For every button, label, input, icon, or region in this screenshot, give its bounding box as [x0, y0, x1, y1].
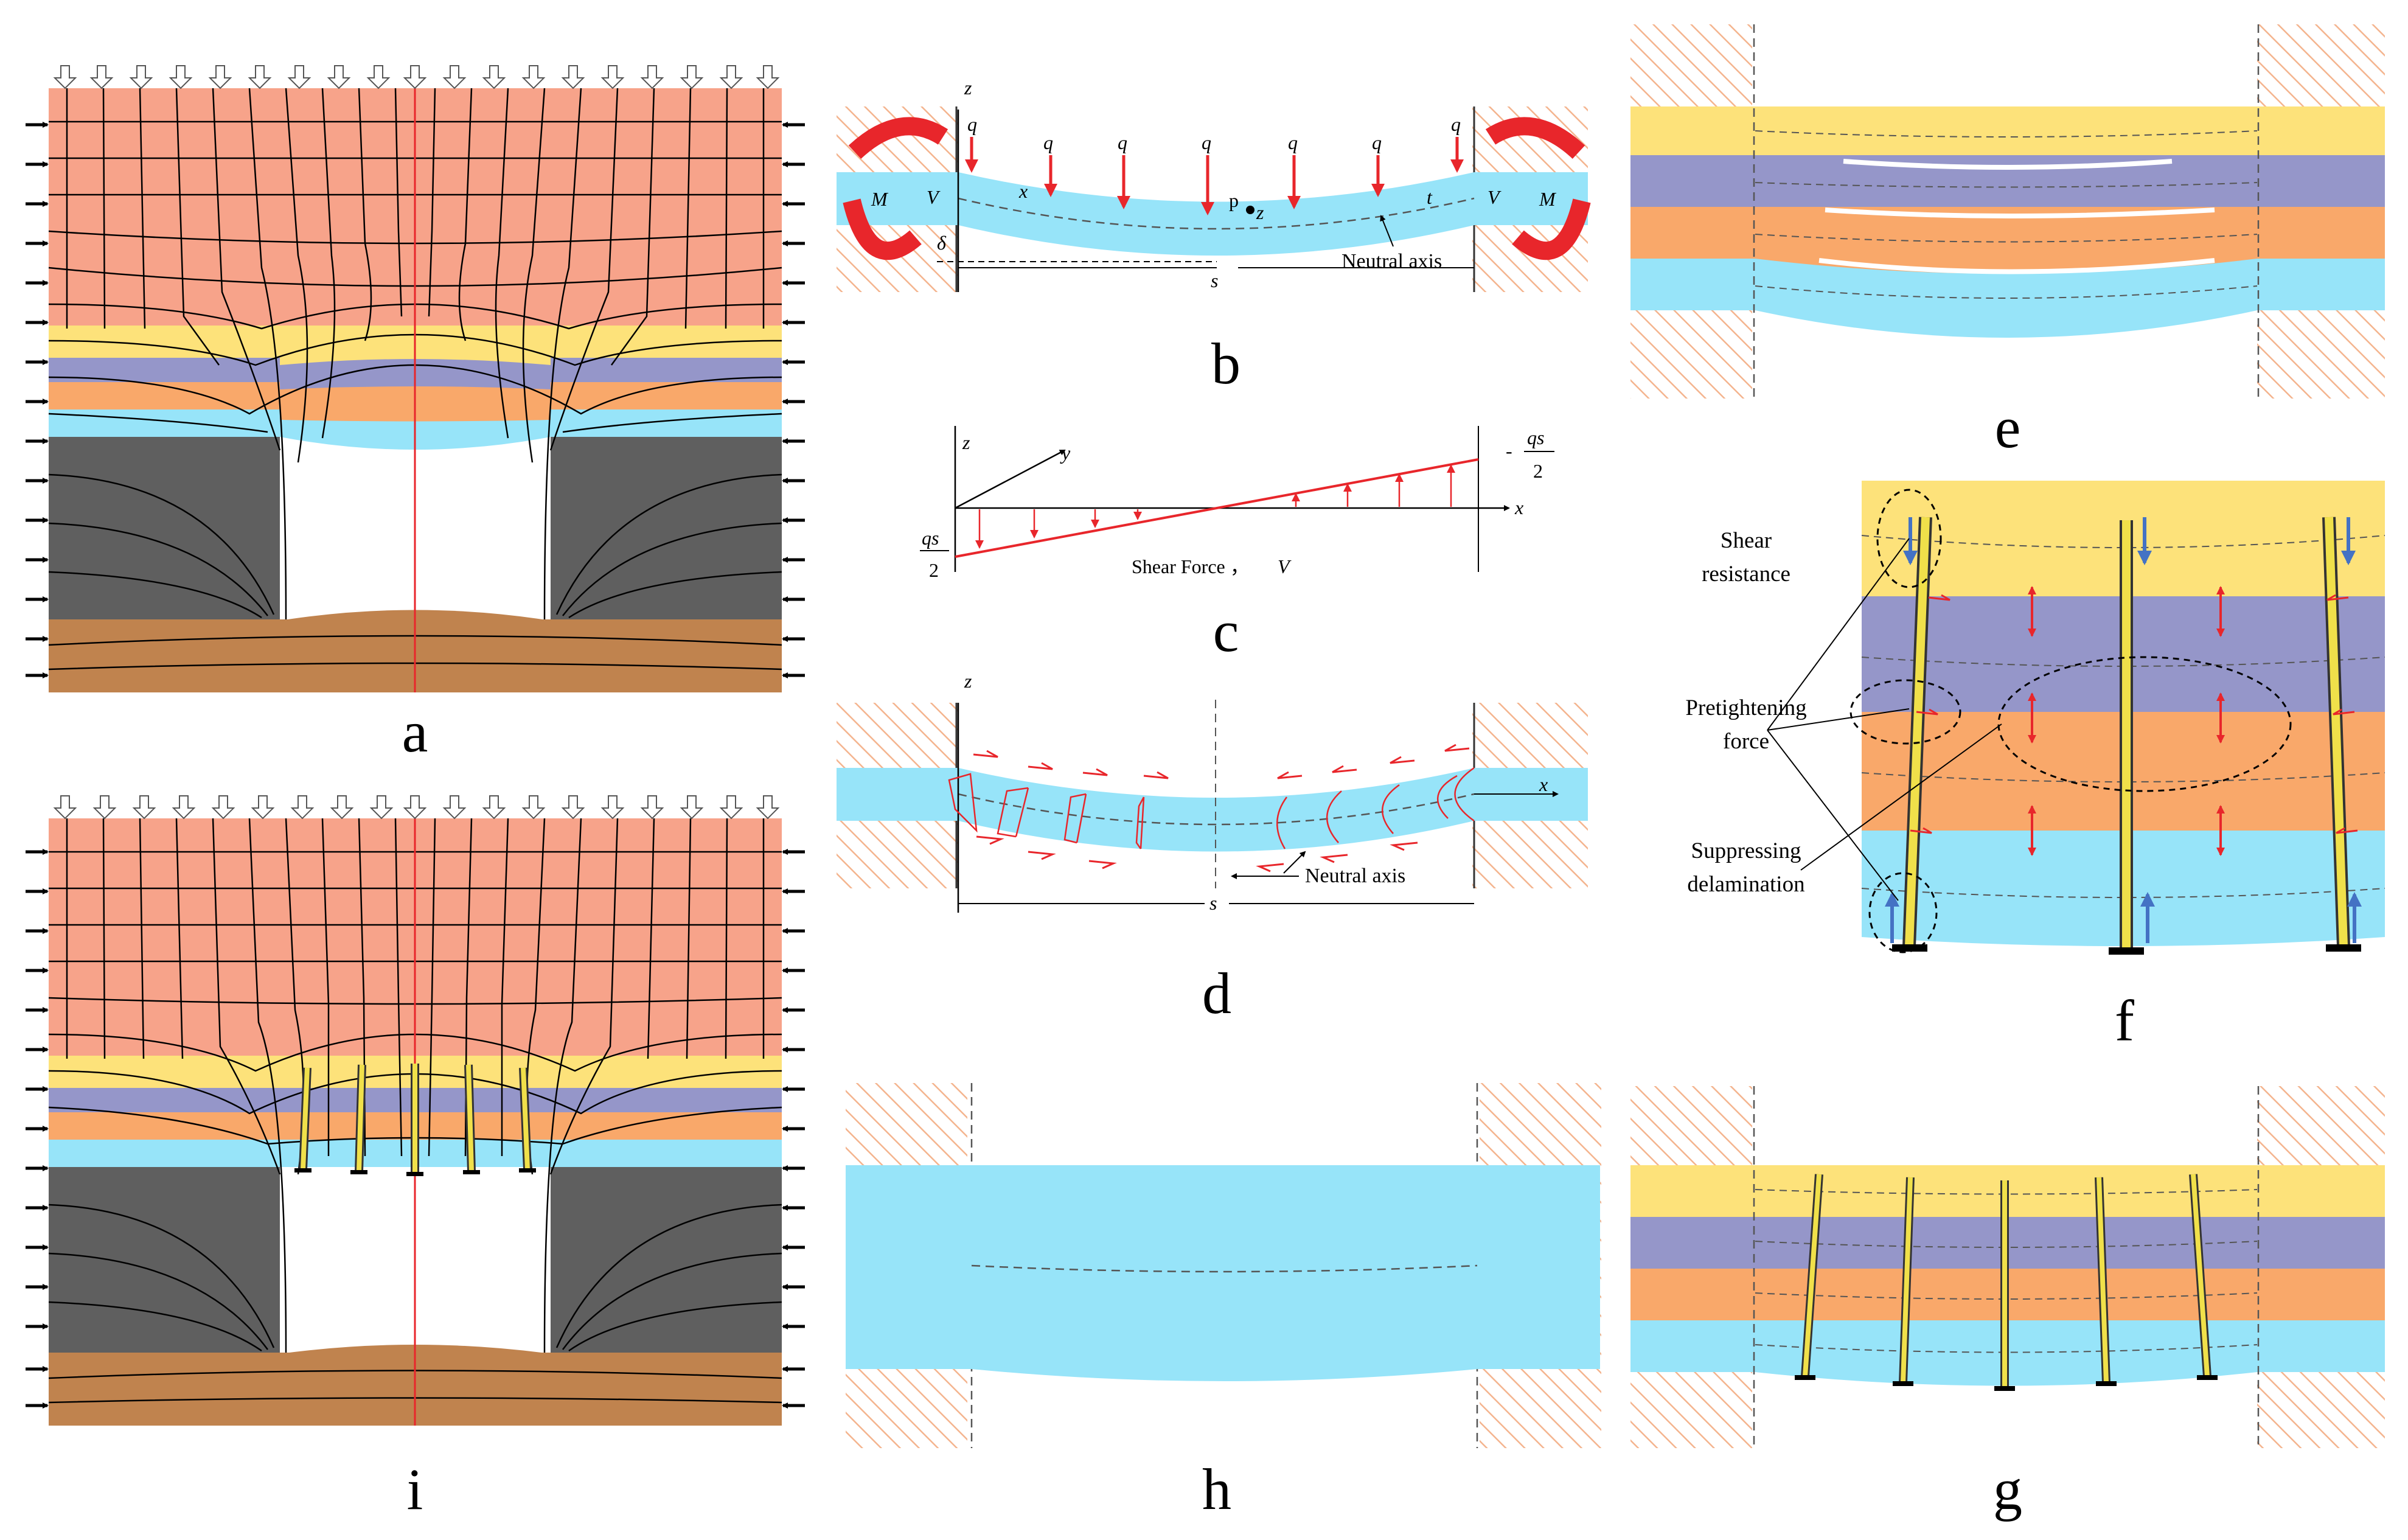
left-value-numerator: qs — [922, 527, 939, 549]
panel-h-single-layer-beam: h — [846, 1083, 1601, 1522]
panel-i-bolted-stress-flow: i — [26, 795, 805, 1522]
load-label: q — [1451, 113, 1461, 135]
panel-b-clamped-beam: z q q q q q q q M M V V δ t x z s p Neut… — [837, 77, 1591, 396]
distributed-load-arrows — [965, 137, 1464, 215]
rock-bolts — [1795, 1174, 2218, 1391]
rock-bolt — [463, 1064, 480, 1174]
rock-bolt — [2189, 1174, 2218, 1380]
z-axis-label: z — [964, 670, 972, 692]
side-load-arrows — [26, 122, 805, 678]
shear-half-arrows — [973, 744, 1470, 873]
pretightening-force-line1: Pretightening — [1685, 695, 1806, 720]
panel-label-a: a — [402, 699, 428, 764]
moment-label: M — [1539, 188, 1557, 210]
panel-label-c: c — [1213, 599, 1239, 664]
span-label: s — [1209, 892, 1217, 914]
rock-bolt — [1795, 1174, 1823, 1380]
rock-bolt — [519, 1067, 536, 1172]
panel-label-e: e — [1995, 395, 2021, 460]
rock-bolt — [350, 1064, 367, 1174]
rock-bolt — [294, 1067, 311, 1172]
shear-label: V — [1488, 186, 1502, 208]
shear-force-variable: V — [1278, 556, 1292, 577]
load-label: q — [1118, 131, 1127, 153]
load-label: q — [1288, 131, 1298, 153]
panel-e-layered-roof-delamination: e — [1630, 24, 2385, 460]
panel-label-b: b — [1211, 331, 1241, 396]
deflection-label: δ — [937, 232, 947, 254]
x-axis-label: x — [1514, 496, 1523, 518]
neutral-axis-label: Neutral axis — [1305, 865, 1405, 887]
panel-g-bolted-layered-roof: g — [1630, 1086, 2385, 1522]
load-label: q — [1372, 131, 1382, 153]
left-value-denominator: 2 — [929, 559, 939, 581]
right-value-sign: - — [1506, 440, 1512, 462]
rock-bolts — [294, 1064, 536, 1176]
thickness-label: t — [1427, 186, 1433, 208]
stress-profiles — [948, 767, 1475, 849]
rock-bolt — [2322, 517, 2361, 952]
compression-arrows — [2028, 586, 2225, 856]
shear-label: V — [927, 186, 941, 208]
shear-resistance-line1: Shear — [1721, 528, 1772, 553]
panel-a-roof-stress-flow: a — [26, 65, 805, 764]
shear-force-caption: Shear Force ， — [1132, 556, 1250, 577]
x-axis-label: x — [1018, 180, 1028, 202]
pretension-arrows — [1885, 517, 2362, 943]
x-axis-label: x — [1539, 773, 1548, 795]
side-load-arrows — [26, 849, 805, 1409]
panel-d-stress-distribution: Neutral axis z x s d — [837, 670, 1588, 1026]
load-label: q — [1202, 131, 1211, 153]
top-load-arrows — [53, 65, 780, 89]
rock-bolt — [2109, 520, 2144, 955]
point-p-label: p — [1229, 189, 1239, 211]
top-load-arrows — [53, 795, 780, 820]
panel-label-d: d — [1202, 961, 1231, 1026]
z-axis-label: z — [962, 431, 970, 453]
load-label: q — [1043, 131, 1053, 153]
y-axis-label: y — [1060, 442, 1071, 464]
suppressing-delamination-line2: delamination — [1687, 872, 1804, 897]
right-value-denominator: 2 — [1533, 460, 1543, 482]
load-label: q — [967, 113, 977, 135]
moment-label: M — [871, 188, 889, 210]
span-label: s — [1211, 270, 1218, 291]
rock-bolt — [2095, 1177, 2117, 1386]
panel-label-i: i — [407, 1457, 423, 1522]
z-axis-label: z — [964, 77, 972, 99]
z-offset-label: z — [1256, 201, 1264, 223]
rock-bolt — [1994, 1180, 2015, 1391]
shear-resistance-line2: resistance — [1702, 562, 1790, 587]
panel-label-h: h — [1202, 1457, 1231, 1522]
suppressing-delamination-line1: Suppressing — [1691, 838, 1801, 863]
panel-label-f: f — [2115, 988, 2134, 1053]
panel-f-bolt-mechanism: Shear resistance Pretightening force Sup… — [1685, 481, 2385, 1053]
rock-bolt — [406, 1064, 423, 1176]
shear-half-arrows — [1910, 594, 2358, 834]
panel-c-shear-force: z y x qs qs 2 - 2 Shear Force ， V c — [920, 426, 1554, 664]
rock-bolt — [1893, 1177, 1915, 1386]
right-value-numerator: qs — [1527, 427, 1544, 448]
shear-force-arrows — [975, 464, 1455, 549]
neutral-axis-label: Neutral axis — [1341, 250, 1442, 273]
panel-label-g: g — [1993, 1457, 2022, 1522]
pretightening-force-line2: force — [1723, 729, 1769, 754]
highlight-ellipses — [1849, 489, 2292, 953]
